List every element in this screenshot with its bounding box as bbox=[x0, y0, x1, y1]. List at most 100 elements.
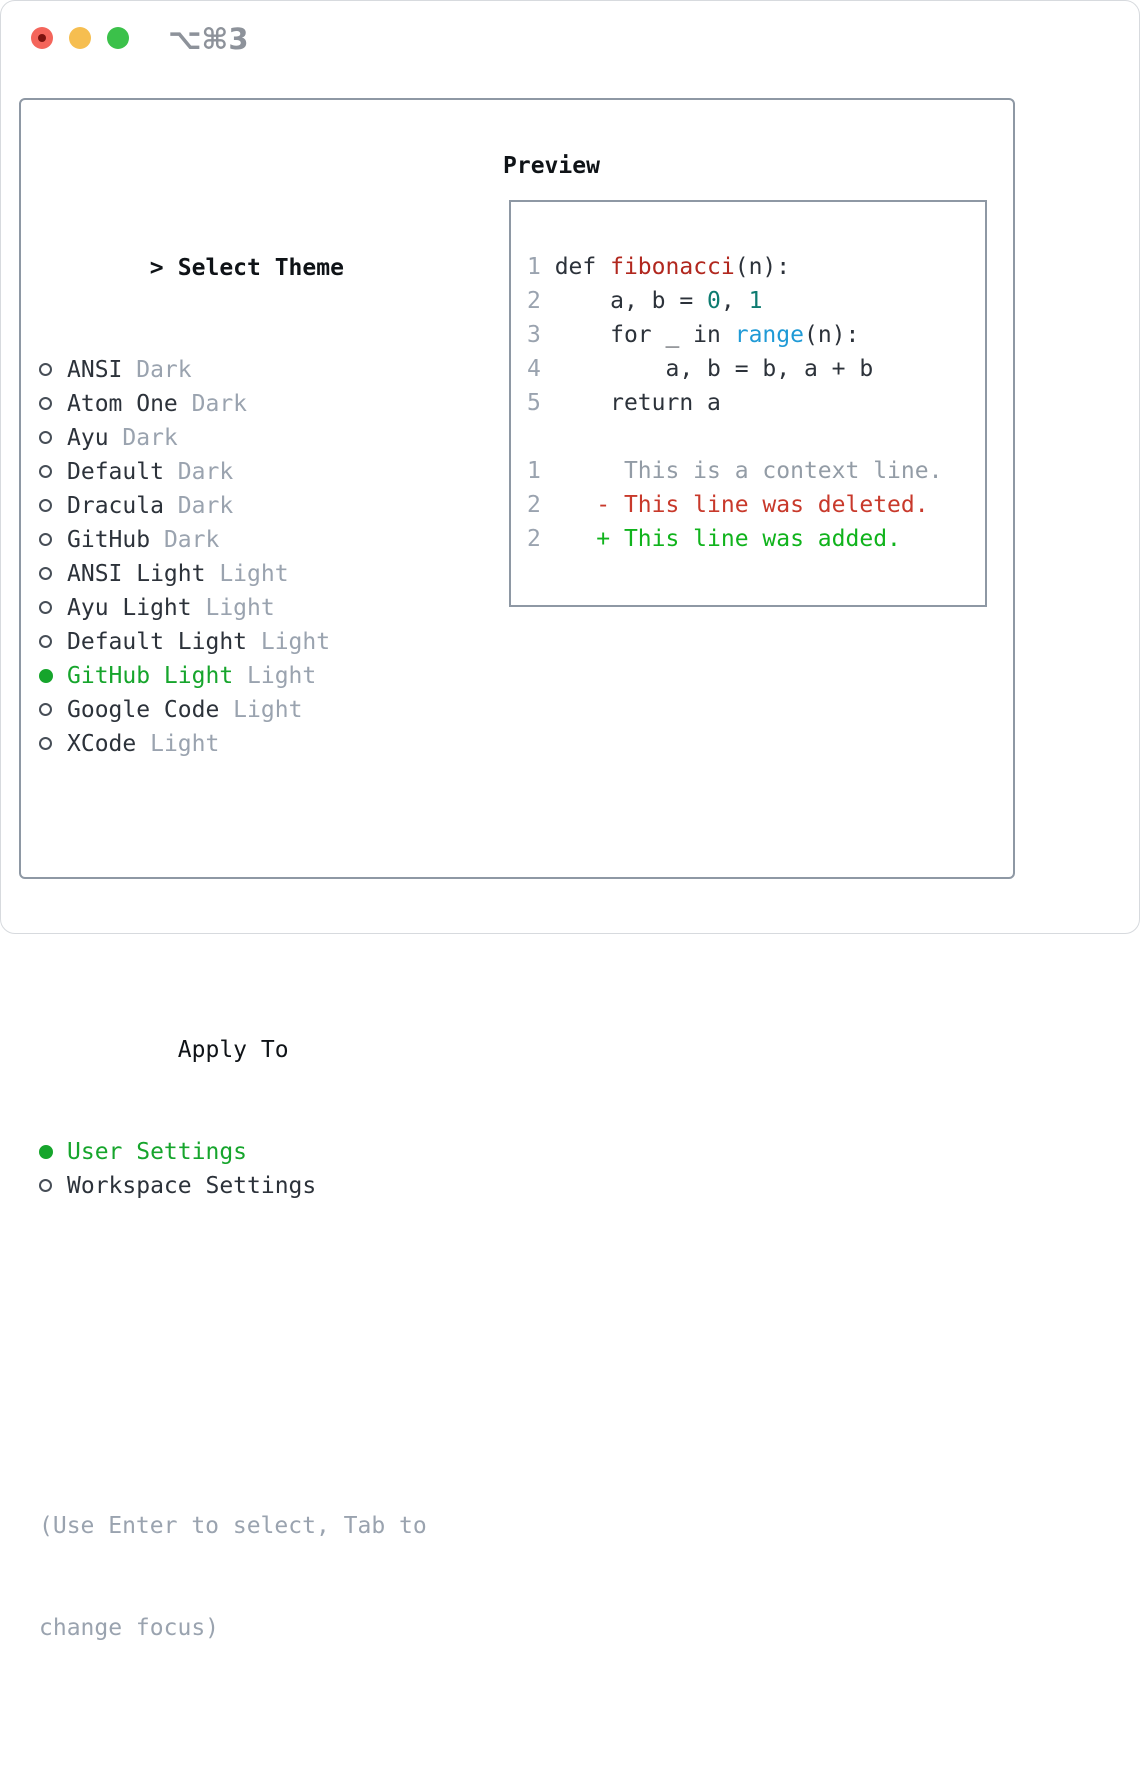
radio-icon bbox=[39, 1179, 52, 1192]
radio-icon bbox=[39, 499, 52, 512]
theme-option-ayu[interactable]: Ayu Dark bbox=[39, 421, 479, 455]
token-fg: a, b = bbox=[540, 288, 708, 314]
radio-icon bbox=[39, 601, 52, 614]
close-button[interactable] bbox=[31, 27, 53, 49]
radio-selected-icon bbox=[39, 669, 53, 683]
minimize-button[interactable] bbox=[69, 27, 91, 49]
theme-option-label: Google Code bbox=[67, 697, 220, 723]
theme-option-ayu-light[interactable]: Ayu Light Light bbox=[39, 591, 479, 625]
radio-icon bbox=[39, 703, 52, 716]
code-line: 3 for _ in range(n): bbox=[527, 318, 942, 352]
variant-tag: Dark bbox=[122, 357, 192, 383]
cursor-prefix-icon: > bbox=[149, 255, 164, 281]
line-number: 3 bbox=[527, 322, 541, 348]
theme-option-label: ANSI Light bbox=[67, 561, 206, 587]
radio-icon bbox=[39, 397, 52, 410]
window-title-shortcut: ⌥⌘3 bbox=[168, 22, 249, 56]
theme-option-atom-one[interactable]: Atom One Dark bbox=[39, 387, 479, 421]
radio-icon bbox=[39, 533, 52, 546]
theme-option-default-light[interactable]: Default Light Light bbox=[39, 625, 479, 659]
token-fg: def bbox=[540, 254, 611, 280]
apply-to-header: Apply To bbox=[39, 999, 479, 1063]
radio-icon bbox=[39, 567, 52, 580]
select-theme-header: > Select Theme bbox=[39, 217, 479, 281]
apply-option-label: User Settings bbox=[67, 1139, 248, 1165]
token-num: 0 bbox=[707, 288, 721, 314]
line-number: 2 bbox=[527, 288, 541, 314]
apply-option-user-settings[interactable]: User Settings bbox=[39, 1135, 479, 1169]
variant-tag: Dark bbox=[163, 493, 234, 519]
radio-icon bbox=[39, 363, 52, 376]
theme-option-dracula[interactable]: Dracula Dark bbox=[39, 489, 479, 523]
theme-option-default[interactable]: Default Dark bbox=[39, 455, 479, 489]
token-fg: a, b = b, a + b bbox=[540, 356, 874, 382]
spacer bbox=[39, 863, 479, 897]
variant-tag: Light bbox=[136, 731, 220, 757]
variant-tag: Light bbox=[219, 697, 303, 723]
code-line: 2 - This line was deleted. bbox=[527, 488, 942, 522]
line-number: 1 bbox=[527, 458, 541, 484]
line-number: 4 bbox=[527, 356, 541, 382]
radio-icon bbox=[39, 635, 52, 648]
apply-option-workspace-settings[interactable]: Workspace Settings bbox=[39, 1169, 479, 1203]
record-dot-icon bbox=[38, 34, 46, 42]
theme-option-label: Dracula bbox=[67, 493, 164, 519]
line-number: 5 bbox=[527, 390, 541, 416]
radio-icon bbox=[39, 431, 52, 444]
variant-tag: Dark bbox=[163, 459, 234, 485]
code-line: 5 return a bbox=[527, 386, 942, 420]
token-fg: (n): bbox=[734, 254, 791, 280]
radio-selected-icon bbox=[39, 1145, 53, 1159]
code-line: 2 a, b = 0, 1 bbox=[527, 284, 942, 318]
apply-to-label: Apply To bbox=[177, 1037, 289, 1063]
variant-tag: Light bbox=[247, 629, 331, 655]
variant-tag: Light bbox=[233, 663, 317, 689]
theme-option-label: Default Light bbox=[67, 629, 248, 655]
token-fg: for _ in bbox=[540, 322, 735, 348]
theme-option-xcode[interactable]: XCode Light bbox=[39, 727, 479, 761]
line-number: 2 bbox=[527, 526, 541, 552]
theme-option-ansi-light[interactable]: ANSI Light Light bbox=[39, 557, 479, 591]
theme-option-label: Default bbox=[67, 459, 164, 485]
theme-option-label: GitHub bbox=[67, 527, 151, 553]
theme-option-label: XCode bbox=[67, 731, 137, 757]
theme-option-github[interactable]: GitHub Dark bbox=[39, 523, 479, 557]
theme-option-label: Ayu Light bbox=[67, 595, 192, 621]
apply-option-label: Workspace Settings bbox=[67, 1173, 317, 1199]
theme-option-label: Atom One bbox=[67, 391, 178, 417]
code-line: 4 a, b = b, a + b bbox=[527, 352, 942, 386]
line-number: 1 bbox=[527, 254, 541, 280]
token-del: - This line was deleted. bbox=[540, 492, 929, 518]
line-number: 2 bbox=[527, 492, 541, 518]
theme-option-github-light[interactable]: GitHub Light Light bbox=[39, 659, 479, 693]
token-num: 1 bbox=[748, 288, 763, 314]
select-theme-label: Select Theme bbox=[177, 255, 344, 281]
token-fg: , bbox=[720, 288, 749, 314]
variant-tag: Dark bbox=[150, 527, 220, 553]
hint-line: change focus) bbox=[39, 1615, 220, 1641]
spacer bbox=[39, 1305, 479, 1339]
code-line: 1 def fibonacci(n): bbox=[527, 250, 942, 284]
token-func: fibonacci bbox=[610, 254, 735, 280]
hint-line: (Use Enter to select, Tab to bbox=[39, 1513, 427, 1539]
radio-icon bbox=[39, 737, 52, 750]
radio-icon bbox=[39, 465, 52, 478]
theme-option-ansi[interactable]: ANSI Dark bbox=[39, 353, 479, 387]
preview-header: Preview bbox=[503, 153, 600, 179]
theme-option-label: Ayu bbox=[67, 425, 109, 451]
token-builtin: range bbox=[734, 322, 804, 348]
variant-tag: Dark bbox=[108, 425, 178, 451]
zoom-button[interactable] bbox=[107, 27, 129, 49]
variant-tag: Dark bbox=[177, 391, 248, 417]
code-line: 2 + This line was added. bbox=[527, 522, 942, 556]
code-line bbox=[527, 420, 942, 454]
variant-tag: Light bbox=[191, 595, 275, 621]
theme-option-google-code[interactable]: Google Code Light bbox=[39, 693, 479, 727]
hint-text: (Use Enter to select, Tab to change focu… bbox=[39, 1441, 479, 1713]
